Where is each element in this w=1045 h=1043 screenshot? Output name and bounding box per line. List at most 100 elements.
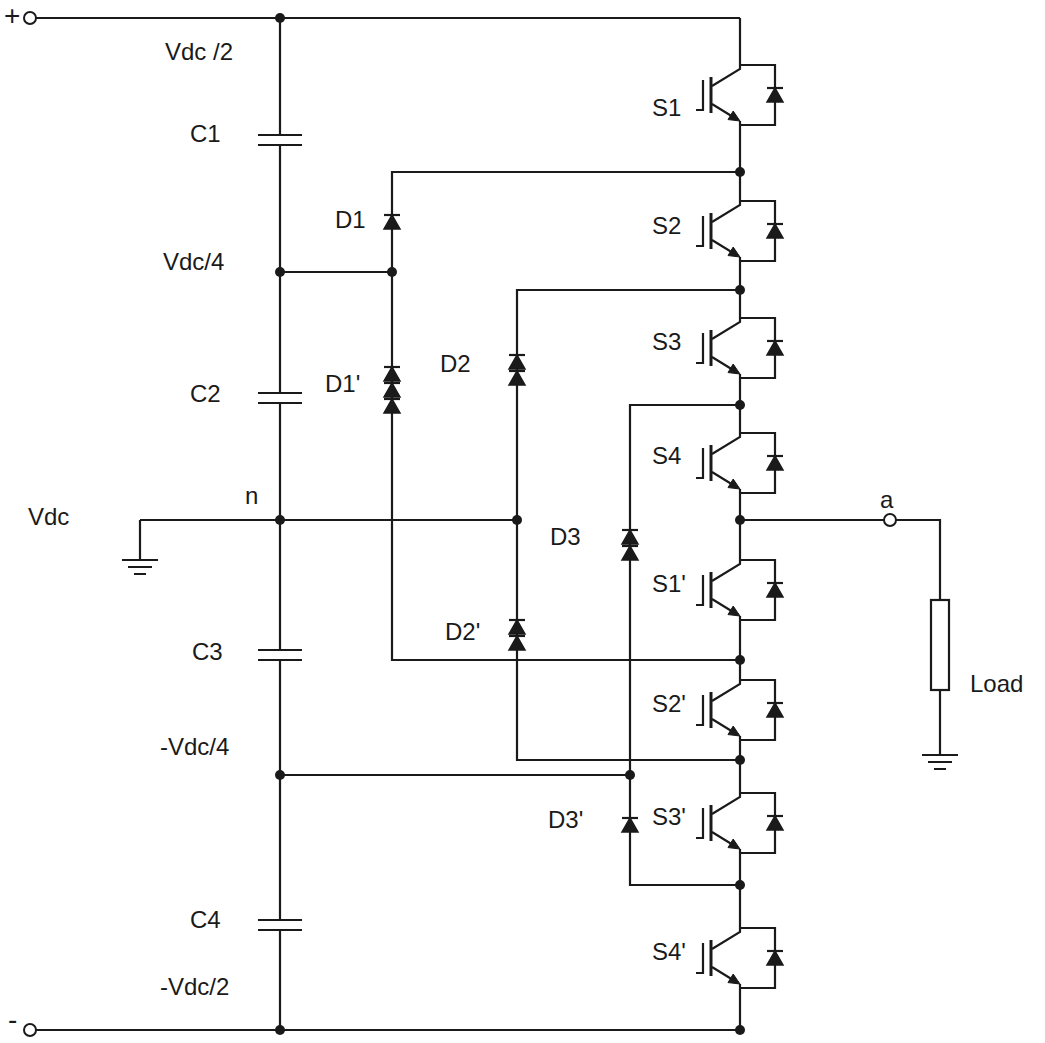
switch-wire: [712, 172, 740, 290]
antiparallel-wire: [740, 65, 775, 125]
diode-symbol: [384, 215, 400, 229]
igbt-symbol: [696, 885, 783, 1030]
circuit-label: Vdc /2: [165, 40, 233, 64]
terminal: [884, 514, 896, 526]
diode-bar: [384, 366, 400, 368]
switch-wire: [712, 660, 740, 760]
emitter-arrow: [728, 364, 740, 374]
igbt-symbol: [696, 520, 783, 660]
igbt-channel: [710, 805, 713, 841]
terminals: [24, 12, 896, 1036]
circuit-label: S4': [652, 940, 686, 964]
diode-bar: [622, 545, 638, 547]
igbt-gate: [696, 80, 703, 110]
igbt-channel: [710, 445, 713, 481]
capacitor-symbol: [258, 920, 302, 930]
diode-bar: [622, 529, 638, 531]
junction-dot: [275, 267, 285, 277]
junction-dot: [387, 267, 397, 277]
antiparallel-wire: [740, 318, 775, 378]
load-wire: [740, 520, 958, 769]
diode-bar: [622, 817, 638, 819]
igbt-gate: [696, 575, 703, 605]
diode-bar: [509, 354, 525, 356]
diode-symbol: [622, 546, 638, 560]
diode-symbol: [767, 456, 783, 470]
diode-symbol: [509, 355, 525, 369]
emitter-arrow: [728, 606, 740, 616]
clamp-diodes: [384, 215, 638, 832]
diode-symbol: [767, 703, 783, 717]
diode-bar: [509, 619, 525, 621]
diode-bar: [509, 370, 525, 372]
junction-dot: [275, 1025, 285, 1035]
junction-dot: [275, 770, 285, 780]
terminal: [24, 1024, 36, 1036]
junction-dot: [625, 770, 635, 780]
igbt-gate: [696, 448, 703, 478]
switch-wire: [712, 760, 740, 885]
clamp-wire: [280, 774, 630, 776]
igbt-gate: [696, 808, 703, 838]
circuit-label: C2: [190, 382, 221, 406]
diode-bar: [509, 635, 525, 637]
diode-symbol: [767, 951, 783, 965]
circuit-label: S3': [652, 805, 686, 829]
igbt-channel: [710, 213, 713, 249]
circuit-label: D3': [548, 808, 583, 832]
circuit-label: Load: [970, 672, 1023, 696]
switches: [696, 18, 783, 1030]
igbt-symbol: [696, 405, 783, 520]
junction-dot: [512, 515, 522, 525]
circuit-label: D2: [440, 352, 471, 376]
circuit-label: S2: [652, 214, 681, 238]
capacitor-symbol: [258, 393, 302, 403]
diode-bar: [767, 815, 783, 817]
diode-symbol: [767, 341, 783, 355]
circuit-label: C4: [190, 908, 221, 932]
clamp-wire: [392, 272, 740, 660]
diode-symbol: [384, 399, 400, 413]
capacitor-symbol: [258, 650, 302, 660]
switch-wire: [712, 18, 740, 172]
diode-bar: [384, 382, 400, 384]
antiparallel-wire: [740, 201, 775, 261]
diode-bar: [767, 223, 783, 225]
ground-symbol: [122, 520, 158, 574]
diode-symbol: [767, 88, 783, 102]
igbt-channel: [710, 692, 713, 728]
antiparallel-wire: [740, 560, 775, 620]
circuit-label: +: [4, 2, 20, 30]
clamp-wire: [517, 520, 740, 760]
diode-symbol: [622, 530, 638, 544]
switch-wire: [712, 405, 740, 520]
emitter-arrow: [728, 726, 740, 736]
neutral-wire: [140, 519, 517, 521]
antiparallel-wire: [740, 928, 775, 988]
diode-bar: [767, 340, 783, 342]
igbt-symbol: [696, 290, 783, 405]
antiparallel-wire: [740, 793, 775, 853]
circuit-label: a: [880, 488, 893, 512]
diode-symbol: [622, 818, 638, 832]
emitter-arrow: [728, 974, 740, 984]
antiparallel-wire: [740, 680, 775, 740]
circuit-label: S4: [652, 444, 681, 468]
igbt-symbol: [696, 18, 783, 172]
diode-bar: [384, 214, 400, 216]
diode-symbol: [384, 383, 400, 397]
clamp-wire: [630, 775, 740, 885]
junction-dot: [275, 13, 285, 23]
junction-dots: [275, 13, 745, 1035]
diode-symbol: [767, 583, 783, 597]
emitter-arrow: [728, 247, 740, 257]
diode-symbol: [509, 620, 525, 634]
resistor-symbol: [931, 600, 949, 690]
diode-bar: [767, 582, 783, 584]
igbt-symbol: [696, 172, 783, 290]
clamp-wire: [630, 405, 740, 775]
diode-symbol: [509, 371, 525, 385]
switch-wire: [712, 290, 740, 405]
junction-dot: [275, 515, 285, 525]
